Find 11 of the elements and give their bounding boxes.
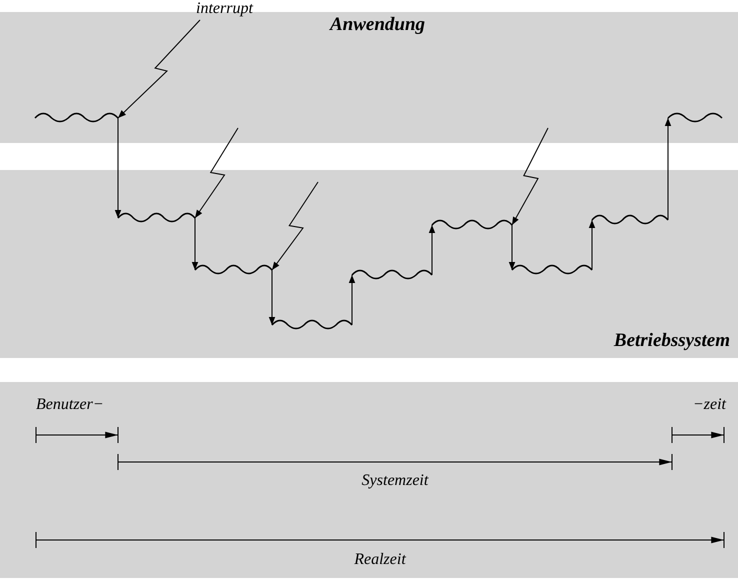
- time-label: Benutzer−: [36, 396, 104, 414]
- layer-title: Anwendung: [330, 14, 426, 36]
- arrow: [664, 118, 672, 220]
- arrow: [114, 118, 122, 218]
- time-label: −zeit: [692, 396, 726, 414]
- time-label: Systemzeit: [362, 472, 428, 490]
- layer-band: [0, 382, 738, 578]
- layer-band: [0, 170, 738, 358]
- annotation-label: interrupt: [196, 0, 253, 18]
- layer-title: Betriebssystem: [614, 330, 730, 352]
- time-label: Realzeit: [354, 551, 406, 569]
